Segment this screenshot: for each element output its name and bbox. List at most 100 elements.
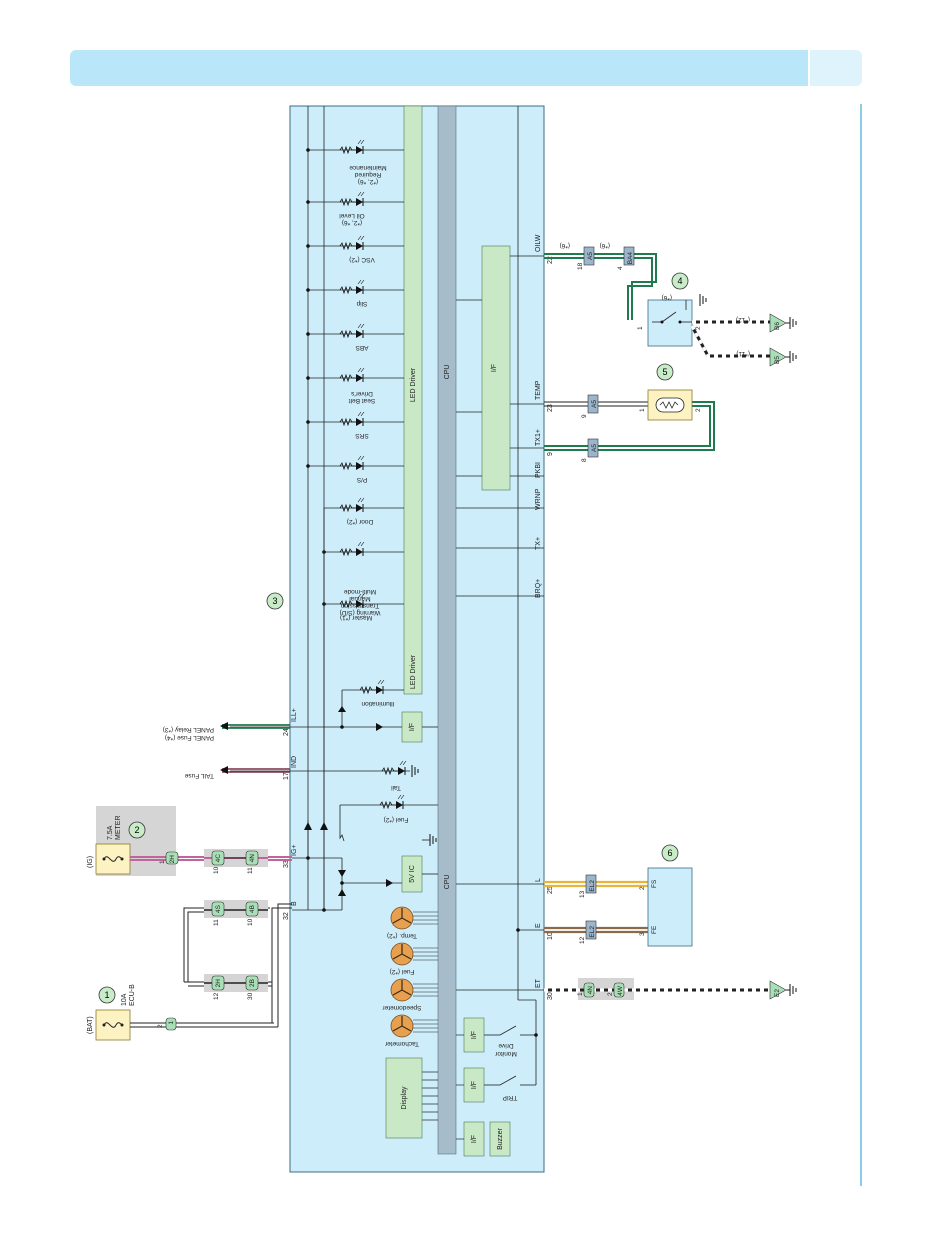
callout-4-num: 4 xyxy=(677,276,682,286)
led-driver-label-top: LED Driver xyxy=(410,367,417,402)
led-driver-bar xyxy=(403,105,423,695)
callout-6-num: 6 xyxy=(667,848,672,858)
pin-name-ind: IND xyxy=(291,756,298,768)
header-bar xyxy=(70,50,808,86)
conn-chip-4b: 4B xyxy=(245,901,259,917)
wire-note-2: (*6) xyxy=(600,242,610,249)
right-margin-rule xyxy=(860,104,862,1186)
conn-pin-el2-13: 13 xyxy=(579,890,586,898)
conn-chip-el2-12 xyxy=(585,920,597,940)
conn-pin-4b: 10 xyxy=(247,918,254,926)
temp-sensor xyxy=(647,389,693,421)
conn-pin-ba4: 4 xyxy=(617,266,624,270)
conn-pin-2h-b: 12 xyxy=(213,992,220,1000)
callout-6: 6 xyxy=(661,844,679,862)
unit-6 xyxy=(647,867,693,947)
meterf-1: 7.5A xyxy=(107,825,114,840)
conn-chip-4w-et: 4W xyxy=(613,982,625,998)
conn-code-4s: 4S xyxy=(215,904,222,913)
conn-code-a5-18: A5 xyxy=(587,252,594,260)
conn-pin-4w-et: 2 xyxy=(607,992,614,996)
fuse-ecu-b-name: 10AECU-B xyxy=(121,984,136,1006)
callout-3: 3 xyxy=(266,592,284,610)
ind-mmt-2: Manual xyxy=(349,595,371,602)
pin-name-ill: ILL+ xyxy=(291,708,298,722)
conn-pin-2b: 30 xyxy=(247,992,254,1000)
conn-chip-ba4 xyxy=(623,246,635,266)
conn-code-4n-et: 4N xyxy=(587,986,594,995)
ground-b5 xyxy=(769,347,797,367)
indicator-oil-level: Oil Level(*2, *6) xyxy=(339,212,365,226)
ind-mmt-1: Multi-mode xyxy=(344,588,377,595)
switch-4-pin2: 2 xyxy=(695,326,702,330)
pin-name-e: E xyxy=(535,923,542,928)
indicator-fuel: Fuel (*2) xyxy=(384,816,409,823)
callout-2-num: 2 xyxy=(134,825,139,835)
meterf-2: METER xyxy=(115,816,122,841)
interface-block-main xyxy=(481,245,511,491)
pin-number-et: 30 xyxy=(547,992,554,1000)
indicator-master: Master (*1) xyxy=(340,614,372,621)
pin-number-ig: 33 xyxy=(283,860,290,868)
switch-4-code: (*6) xyxy=(662,294,672,301)
gauge-speedometer xyxy=(390,978,414,1002)
pin-number-e: 10 xyxy=(547,932,554,940)
ind-ol-2: (*2, *6) xyxy=(342,219,362,226)
indicator-tail: Tail xyxy=(391,784,401,791)
indicator-vsc: VSC (*2) xyxy=(349,256,375,263)
indicator-srs: SRS xyxy=(355,432,369,439)
callout-1-num: 1 xyxy=(104,990,109,1000)
unit-6-fs-pin: 2 xyxy=(639,886,646,890)
pin-name-ig: IG+ xyxy=(291,845,298,856)
conn-code-4c: 4C xyxy=(215,854,222,863)
conn-chip-2h-b: 2H xyxy=(211,975,225,991)
ind-mr-2: Required xyxy=(354,171,381,178)
pin-name-tx1: TX1+ xyxy=(535,429,542,446)
cpu-bar xyxy=(437,105,457,1155)
pin-number-ind: 17 xyxy=(283,772,290,780)
pin-name-wrnp: WRNP xyxy=(535,488,542,510)
conn-code-2b: 2B xyxy=(249,979,256,987)
unit-6-fe-name: FE xyxy=(651,925,658,934)
wire-note-3: (*12) xyxy=(736,316,750,323)
pin-name-pkbi: PKBI xyxy=(535,462,542,478)
cpu-label-bottom: CPU xyxy=(444,875,451,890)
conn-code-el2-12: EL2 xyxy=(589,926,596,938)
fuse-meter-supply: (IG) xyxy=(87,856,94,868)
ind-mr-1: Maintenance xyxy=(349,164,387,171)
ecub-2: ECU-B xyxy=(129,984,136,1006)
drive-line1: Drive xyxy=(498,1042,514,1049)
led-driver-label-bottom: LED Driver xyxy=(410,654,417,689)
fuse-ecu-b xyxy=(95,1009,131,1041)
switch-4-pin1: 1 xyxy=(637,326,644,330)
conn-code-2h-b: 2H xyxy=(215,979,222,988)
conn-chip-a5-8 xyxy=(587,438,599,458)
sensor-5-pin1: 1 xyxy=(639,408,646,412)
indicator-slip: Slip xyxy=(356,300,367,307)
ind-ol-1: Oil Level xyxy=(339,212,365,219)
indicator-door: Door (*2) xyxy=(347,518,373,525)
ind-mr-3: (*2, *6) xyxy=(358,178,378,185)
conn-code-a5-9: A5 xyxy=(591,400,598,408)
conn-code-4b: 4B xyxy=(249,905,256,913)
cpu-label-top: CPU xyxy=(444,365,451,380)
wire-note-4: (*11) xyxy=(736,350,750,357)
pin-number-ill: 24 xyxy=(283,728,290,736)
conn-code-4n: 4N xyxy=(249,854,256,863)
switch-label-trip: TRIP xyxy=(503,1094,518,1101)
pin-number-oilw: 22 xyxy=(547,256,554,264)
conn-code-bat: 1 xyxy=(168,1021,175,1025)
callout-2: 2 xyxy=(128,821,146,839)
pin-name-b: B xyxy=(291,901,298,906)
interface-label-drive: I/F xyxy=(471,1031,478,1039)
conn-pin-a5-9: 9 xyxy=(581,414,588,418)
indicator-abs: ABS xyxy=(355,344,369,351)
indicator-illumination: Illumination xyxy=(361,700,394,707)
conn-chip-4n-et: 4N xyxy=(583,982,595,998)
gauge-label-tachometer: Tachometer xyxy=(384,1040,419,1047)
gauge-label-speedometer: Speedometer xyxy=(382,1004,422,1011)
unit-6-fe-pin: 3 xyxy=(639,932,646,936)
conn-code-4w-et: 4W xyxy=(617,985,624,996)
conn-chip-2b: 2B xyxy=(245,975,259,991)
